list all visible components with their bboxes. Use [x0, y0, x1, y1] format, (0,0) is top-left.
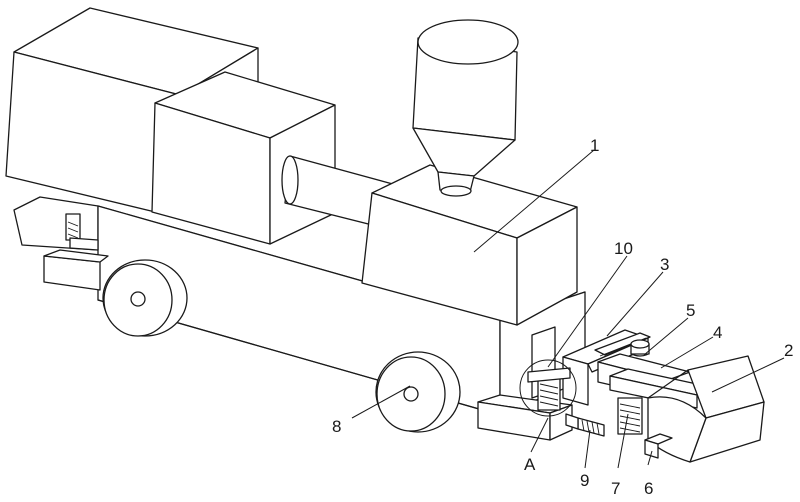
rear-wheel: [103, 260, 187, 336]
gearbox-housing: [152, 72, 335, 244]
label-4: 4: [713, 323, 722, 342]
front-wheel: [376, 352, 460, 432]
label-8: 8: [332, 417, 341, 436]
label-6: 6: [644, 479, 653, 498]
adjust-bolt: [566, 414, 604, 436]
label-10: 10: [614, 239, 633, 258]
label-2: 2: [784, 341, 793, 360]
label-9: 9: [580, 471, 589, 490]
label-1: 1: [590, 136, 599, 155]
label-a: A: [524, 455, 536, 474]
label-5: 5: [686, 301, 695, 320]
label-3: 3: [660, 255, 669, 274]
label-7: 7: [611, 479, 620, 498]
spring-7: [618, 398, 642, 434]
